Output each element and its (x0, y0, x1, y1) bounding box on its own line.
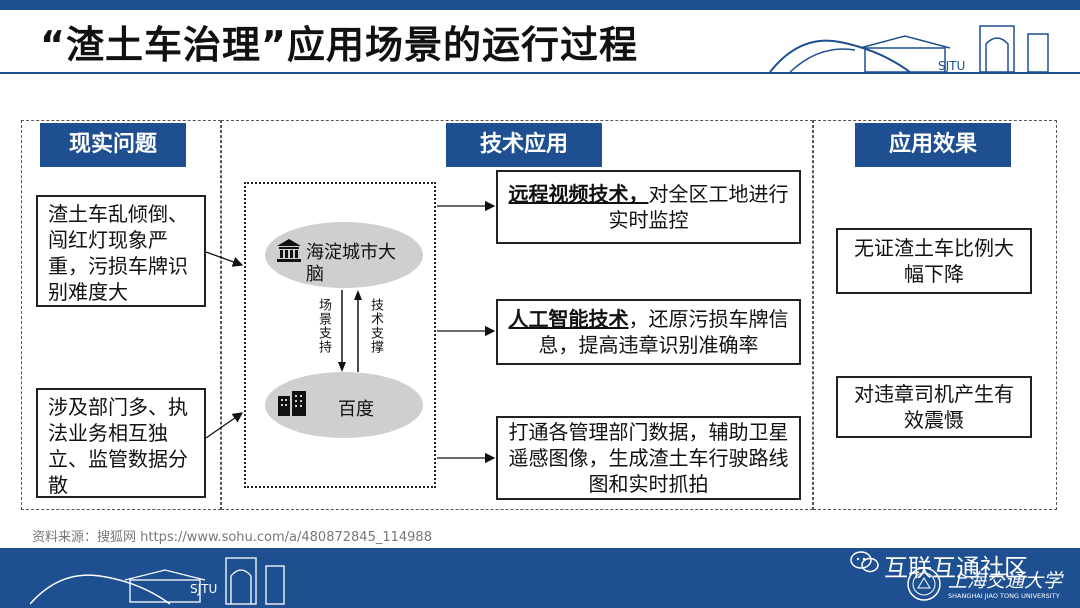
header-effects: 应用效果 (855, 123, 1011, 167)
baidu-node (265, 372, 423, 438)
tech-ai-text: ，还原污损车牌信息，提高违章识别准确率 (538, 307, 789, 357)
header-problems: 现实问题 (40, 123, 186, 167)
section-technology (221, 120, 813, 510)
source-note: 资料来源：搜狐网 https://www.sohu.com/a/48087284… (32, 530, 432, 545)
support-arrows (338, 290, 362, 372)
office-buildings-icon (278, 391, 306, 416)
header-technology: 技术应用 (446, 123, 602, 167)
section-effects (813, 120, 1057, 510)
tech-support-label: 技术支撑 (368, 298, 383, 354)
effect-box-2: 对违章司机产生有效震慑 (836, 376, 1032, 438)
sjtu-gate-logo-bottom (30, 557, 285, 605)
problem-box-2: 涉及部门多、执法业务相互独立、监管数据分散 (36, 388, 206, 498)
bottom-accent-bar (0, 548, 1080, 608)
watermark-label: 互联互通社区 (884, 554, 1028, 582)
baidu-label: 百度 (338, 399, 374, 420)
sjtu-gate-logo-top: SJTU (769, 25, 1049, 73)
tech-ai-bold: 人工智能技术 (508, 307, 629, 331)
tech-video-text: 对全区工地进行实时监控 (608, 182, 789, 232)
wechat-icon (850, 551, 879, 573)
platform-box (244, 182, 436, 488)
university-name-cn: 上海交通大学 (948, 570, 1063, 592)
sjtu-label-top: SJTU (938, 59, 965, 73)
effect-box-1: 无证渣土车比例大幅下降 (836, 228, 1032, 294)
building-columns-icon (277, 239, 301, 262)
tech-box-data: 打通各管理部门数据，辅助卫星遥感图像，生成渣土车行驶路线图和实时抓拍 (496, 416, 801, 500)
city-brain-label: 海淀城市大脑 (306, 242, 396, 285)
tech-box-ai: 人工智能技术，还原污损车牌信息，提高违章识别准确率 (496, 299, 801, 365)
scene-support-label: 场景支持 (316, 298, 331, 354)
top-accent-bar (0, 0, 1080, 10)
sjtu-emblem-icon (907, 567, 941, 601)
university-name-en: SHANGHAI JIAO TONG UNIVERSITY (948, 592, 1060, 600)
tech-data-text: 打通各管理部门数据，辅助卫星遥感图像，生成渣土车行驶路线图和实时抓拍 (508, 420, 789, 496)
title-underline (0, 72, 1080, 74)
tech-video-bold: 远程视频技术， (508, 182, 649, 206)
sjtu-label-bottom: SJTU (190, 582, 218, 596)
tech-box-video: 远程视频技术，对全区工地进行实时监控 (496, 170, 801, 244)
section-problems (21, 120, 221, 510)
problem-box-1: 渣土车乱倾倒、闯红灯现象严重，污损车牌识别难度大 (36, 195, 206, 307)
slide-title: “渣土车治理”应用场景的运行过程 (40, 23, 638, 67)
